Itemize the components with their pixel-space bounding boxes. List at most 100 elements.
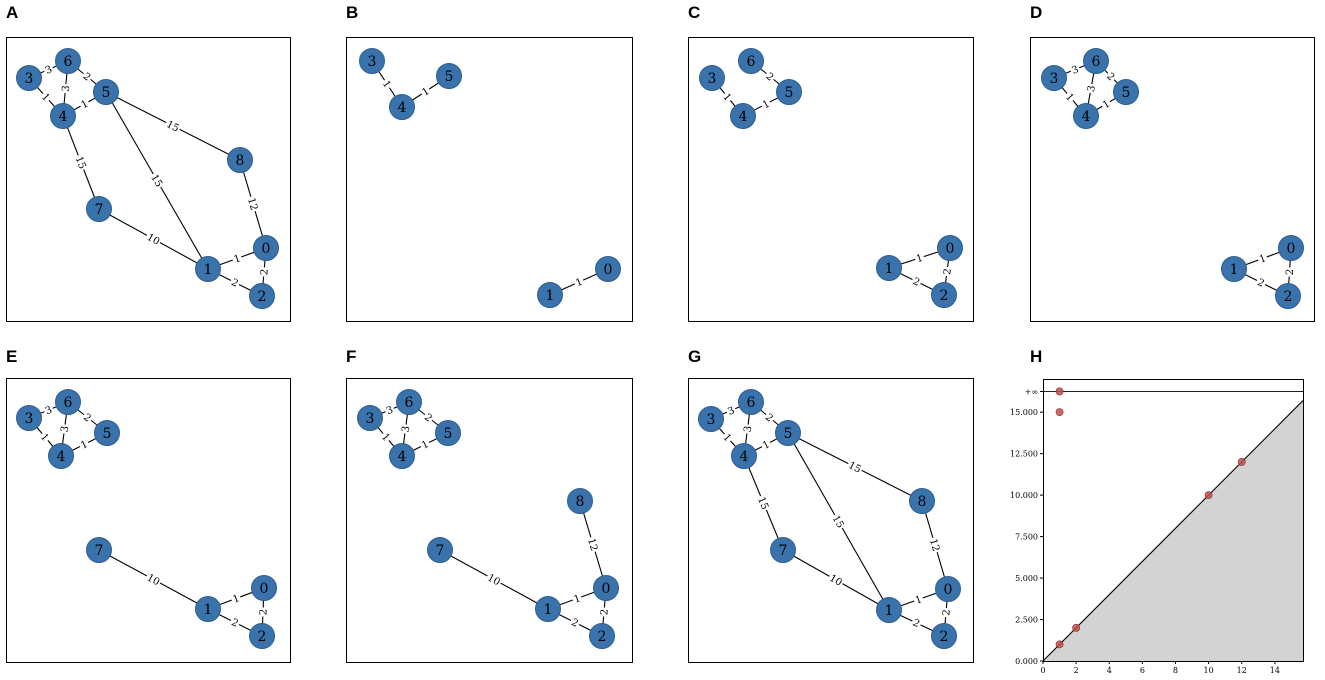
panel-frame [688,37,974,322]
node-label: 3 [707,412,716,428]
edge-weight-3-6: 3 [724,403,738,418]
node-label: 0 [262,241,271,257]
node-7: 7 [770,537,796,563]
node-label: 2 [258,629,267,645]
node-2: 2 [249,623,275,649]
node-5: 5 [435,420,461,446]
edge-weight-3-4: 1 [38,89,54,105]
edge-weight-5-8: 15 [163,117,183,135]
panel-letter: A [6,3,18,22]
edge-weight-6-4: 3 [1084,83,1098,94]
node-label: 6 [1092,54,1101,70]
persistence-point [1055,387,1064,396]
svg-text:1: 1 [80,99,91,112]
node-8: 8 [227,147,253,173]
edge-weight-0-2: 2 [258,267,271,277]
node-5: 5 [94,420,120,446]
svg-text:2: 2 [763,71,775,84]
node-label: 2 [1284,289,1293,305]
edge-weight-6-5: 2 [762,410,777,425]
persistence-point [1072,623,1081,632]
edge-weight-4-5: 1 [418,84,433,99]
node-label: 4 [398,100,407,116]
svg-text:1: 1 [379,432,392,444]
node-label: 0 [944,582,953,598]
node-label: 7 [95,543,104,559]
edge-weight-4-5: 1 [759,97,773,111]
node-5: 5 [1113,79,1139,105]
node-label: 4 [59,109,68,125]
svg-text:1: 1 [915,253,924,265]
node-2: 2 [249,283,275,309]
edge-weight-5-1: 15 [830,512,847,531]
node-0: 0 [1278,235,1304,261]
svg-text:3: 3 [60,425,72,433]
node-label: 6 [747,54,756,70]
panel-letter: C [688,3,700,22]
node-label: 3 [1050,71,1059,87]
svg-text:12: 12 [585,537,599,552]
node-label: 6 [64,54,73,70]
svg-text:1: 1 [420,86,431,99]
node-label: 2 [598,629,607,645]
infinity-tick-label: +∞ [1025,387,1038,396]
edge-weight-1-2: 2 [1254,275,1268,290]
node-3: 3 [359,48,385,74]
svg-text:2: 2 [763,412,775,425]
node-label: 8 [918,494,927,510]
svg-text:1: 1 [914,594,924,607]
panel-frame [688,378,974,663]
node-8: 8 [909,488,935,514]
edge-weight-1-2: 2 [568,615,582,630]
node-label: 1 [885,603,894,619]
node-label: 3 [708,71,717,87]
svg-text:1: 1 [761,439,772,452]
axes-frame [1043,379,1304,662]
edge-weight-3-6: 3 [42,62,55,77]
edge-weight-1-0: 1 [1256,251,1269,266]
node-label: 8 [236,153,245,169]
svg-text:3: 3 [44,405,54,418]
node-label: 1 [546,288,555,304]
node-3: 3 [16,405,42,431]
node-3: 3 [357,405,383,431]
node-label: 4 [1082,109,1091,125]
edge-weight-0-2: 2 [257,607,270,617]
node-8: 8 [567,488,593,514]
edge-weight-1-0: 1 [230,251,244,266]
node-1: 1 [537,282,563,308]
persistence-point [1055,408,1064,417]
node-3: 3 [16,65,42,91]
x-tick-label: 10 [1204,666,1214,675]
node-2: 2 [931,623,957,649]
svg-text:2: 2 [80,71,92,84]
node-5: 5 [93,79,119,105]
svg-text:3: 3 [743,425,755,433]
node-1: 1 [195,256,221,282]
edge-weight-6-5: 2 [1103,69,1119,84]
edge-weight-3-6: 3 [383,403,396,418]
node-label: 1 [204,602,213,618]
edge-weight-0-2: 2 [940,266,954,277]
svg-text:3: 3 [385,405,395,418]
edge-weight-6-5: 2 [80,410,95,425]
edge-weight-6-5: 2 [763,69,777,84]
edge-weight-1-0: 1 [572,275,586,289]
panel-frame [346,37,633,322]
svg-text:1: 1 [232,253,242,266]
edge-weight-7-1: 10 [144,230,163,248]
node-0: 0 [253,235,279,261]
svg-text:2: 2 [569,617,580,630]
node-label: 0 [602,581,611,597]
svg-text:1: 1 [720,92,733,104]
node-4: 4 [731,443,757,469]
svg-text:10: 10 [485,572,501,588]
node-label: 0 [1287,241,1296,257]
edge-weight-5-8: 15 [845,458,865,476]
edge-weight-0-2: 2 [940,607,953,618]
